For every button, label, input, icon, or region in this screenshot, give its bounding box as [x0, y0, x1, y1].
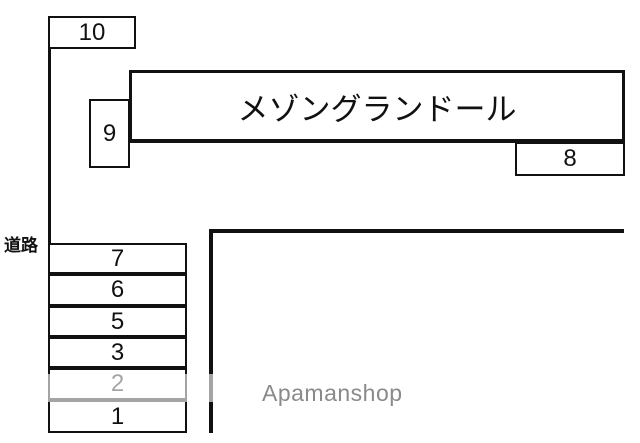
- parking-space-7: 7: [48, 243, 187, 274]
- parking-space-9: 9: [89, 99, 130, 168]
- parking-space-9-label: 9: [102, 119, 117, 147]
- parking-space-1: 1: [48, 400, 187, 433]
- road-boundary-line: [48, 16, 51, 433]
- parking-space-5-label: 5: [110, 307, 125, 335]
- parking-space-3: 3: [48, 337, 187, 368]
- parking-space-3-label: 3: [110, 338, 125, 366]
- lot-boundary-horizontal-line: [209, 229, 624, 233]
- watermark-text: Apamanshop: [262, 380, 403, 406]
- parking-space-7-label: 7: [110, 244, 125, 272]
- parking-space-10: 10: [48, 16, 136, 49]
- parking-space-5: 5: [48, 306, 187, 337]
- parking-space-1-label: 1: [110, 402, 125, 430]
- parking-space-10-label: 10: [78, 18, 106, 46]
- lot-boundary-vertical-line: [209, 229, 213, 433]
- building-outline: メゾングランドール: [129, 70, 625, 143]
- parking-space-6: 6: [48, 274, 187, 306]
- road-label: 道路: [4, 236, 38, 255]
- parking-space-8: 8: [515, 142, 625, 176]
- building-name-label: メゾングランドール: [237, 91, 517, 127]
- parking-space-6-label: 6: [110, 276, 125, 303]
- watermark-band: [0, 374, 640, 402]
- parking-space-8-label: 8: [563, 145, 577, 172]
